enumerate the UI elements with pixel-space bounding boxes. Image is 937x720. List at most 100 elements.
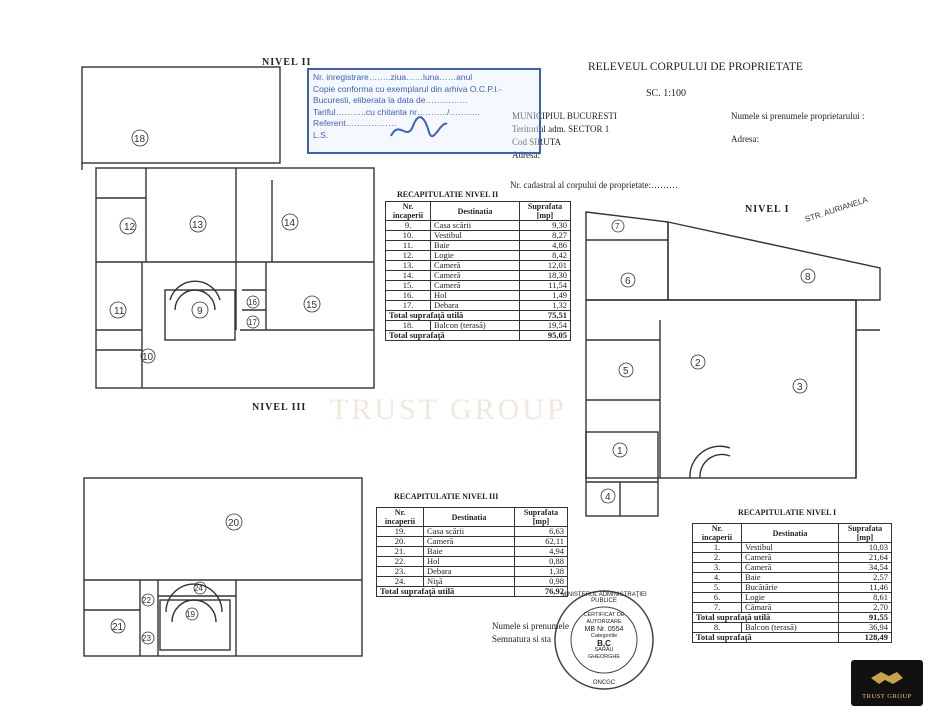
room-number: 18 — [134, 134, 146, 145]
room-number: 21 — [112, 622, 124, 633]
column-header: Destinatia — [430, 201, 520, 221]
stamp-center: CERTIFICAT DE AUTORIZARE MB Nr. 0554 Cat… — [574, 612, 634, 661]
room-number: 6 — [625, 276, 631, 287]
table-header-row: Nr. incaperii Destinatia Suprafata [mp] — [692, 523, 892, 543]
table-row-balcon: 18.Balcon (terasă)19,54 — [385, 320, 571, 331]
owner-address-label: Adresa: — [731, 134, 759, 144]
room-number: 23 — [142, 634, 151, 643]
stamp-text: Categoriile — [590, 633, 618, 639]
column-header: Suprafata [mp] — [838, 523, 892, 543]
siruta-code: Cod SIRUTA — [512, 137, 562, 147]
room-number: 13 — [192, 220, 204, 231]
table-header-row: Nr. incaperii Destinatia Suprafata [mp] — [385, 201, 571, 221]
level-label-nivel3: NIVEL III — [252, 402, 307, 413]
table-nivel2: RECAPITULATIE NIVEL II Nr. incaperii Des… — [385, 190, 571, 341]
stamp-text: B,C — [597, 639, 611, 648]
table-title: RECAPITULATIE NIVEL II — [397, 190, 499, 199]
room-numbers-nivel1: 1 2 3 4 5 6 7 8 — [600, 219, 816, 504]
room-numbers-nivel3: 20 21 22 23 24 19 — [110, 513, 243, 645]
stamp-line: Tariful………..cu chitanta nr………../……….. — [313, 106, 480, 117]
stamp-ring-text: MINISTERUL ADMINISTRAŢIEI PUBLICE — [561, 592, 647, 604]
room-number: 24 — [194, 584, 203, 593]
plan-nivel1 — [585, 211, 881, 517]
table-title: RECAPITULATIE NIVEL III — [394, 492, 499, 501]
logo-text: TRUST GROUP — [862, 693, 912, 700]
column-header: Nr. incaperii — [376, 507, 424, 527]
table-title: RECAPITULATIE NIVEL I — [738, 508, 837, 517]
room-number: 14 — [284, 218, 296, 229]
stamp-line: L.S. — [313, 129, 329, 140]
watermark: TRUST GROUP — [330, 393, 567, 426]
stamp-line: Copie conforma cu exemplarul din arhiva … — [313, 83, 502, 94]
stamp-text: GHEORGHE — [587, 654, 621, 660]
room-number: 12 — [124, 222, 136, 233]
cadastral-number: Nr. cadastral al corpului de proprietate… — [510, 180, 678, 190]
owner-label: Numele si prenumele proprietarului : — [731, 111, 865, 121]
column-header: Destinatia — [741, 523, 839, 543]
room-number: 3 — [797, 382, 803, 393]
room-number: 16 — [248, 298, 257, 307]
level-label-nivel2: NIVEL II — [262, 57, 312, 68]
column-header: Destinatia — [423, 507, 515, 527]
room-number: 10 — [142, 352, 154, 363]
stamp-text: MB Nr. 0554 — [584, 626, 624, 633]
room-number: 2 — [695, 358, 701, 369]
room-number: 1 — [617, 446, 623, 457]
stamp-line: Bucuresti, eliberata la data de…………… — [313, 95, 468, 105]
room-numbers-nivel2: 18 12 13 14 11 9 15 16 17 10 — [109, 129, 321, 364]
room-number: 5 — [623, 366, 629, 377]
signature-scribble — [390, 116, 448, 138]
room-number: 9 — [197, 306, 203, 317]
municipality: MUNICIPIUL BUCURESTI — [512, 111, 617, 121]
column-header: Suprafata [mp] — [519, 201, 571, 221]
table-header-row: Nr. incaperii Destinatia Suprafata [mp] — [376, 507, 568, 527]
ocpi-stamp: Nr. inregistrare……..ziua……luna……anul Cop… — [307, 68, 541, 154]
room-number: 15 — [306, 300, 318, 311]
stamp-text: CERTIFICAT DE AUTORIZARE — [583, 612, 625, 625]
stamp-bottom-text: ONCGC — [592, 680, 616, 686]
room-number: 22 — [142, 596, 151, 605]
room-number: 17 — [248, 318, 257, 327]
footer-signature-label: Semnatura si sta — [492, 634, 551, 644]
stamp-line: Nr. inregistrare……..ziua……luna……anul — [313, 72, 473, 82]
scale-label: SC. 1:100 — [646, 88, 687, 99]
plan-nivel2 — [81, 66, 375, 389]
level-label-nivel1: NIVEL I — [745, 204, 790, 215]
room-number: 20 — [228, 518, 240, 529]
plan-nivel3 — [83, 477, 363, 657]
table-nivel3: RECAPITULATIE NIVEL III Nr. incaperii De… — [376, 492, 568, 597]
table-nivel1: RECAPITULATIE NIVEL I Nr. incaperii Dest… — [692, 508, 892, 643]
address-label: Adresa: — [512, 150, 540, 160]
stamp-text: SARĂU — [594, 647, 614, 653]
column-header: Suprafata [mp] — [514, 507, 568, 527]
page-title: RELEVEUL CORPULUI DE PROPRIETATE — [588, 61, 803, 73]
room-number: 7 — [615, 222, 620, 231]
trust-group-logo: TRUST GROUP — [851, 660, 923, 706]
street-label: STR. AURIANELA — [804, 195, 870, 224]
stamp-line: Referent……………… — [313, 118, 397, 128]
